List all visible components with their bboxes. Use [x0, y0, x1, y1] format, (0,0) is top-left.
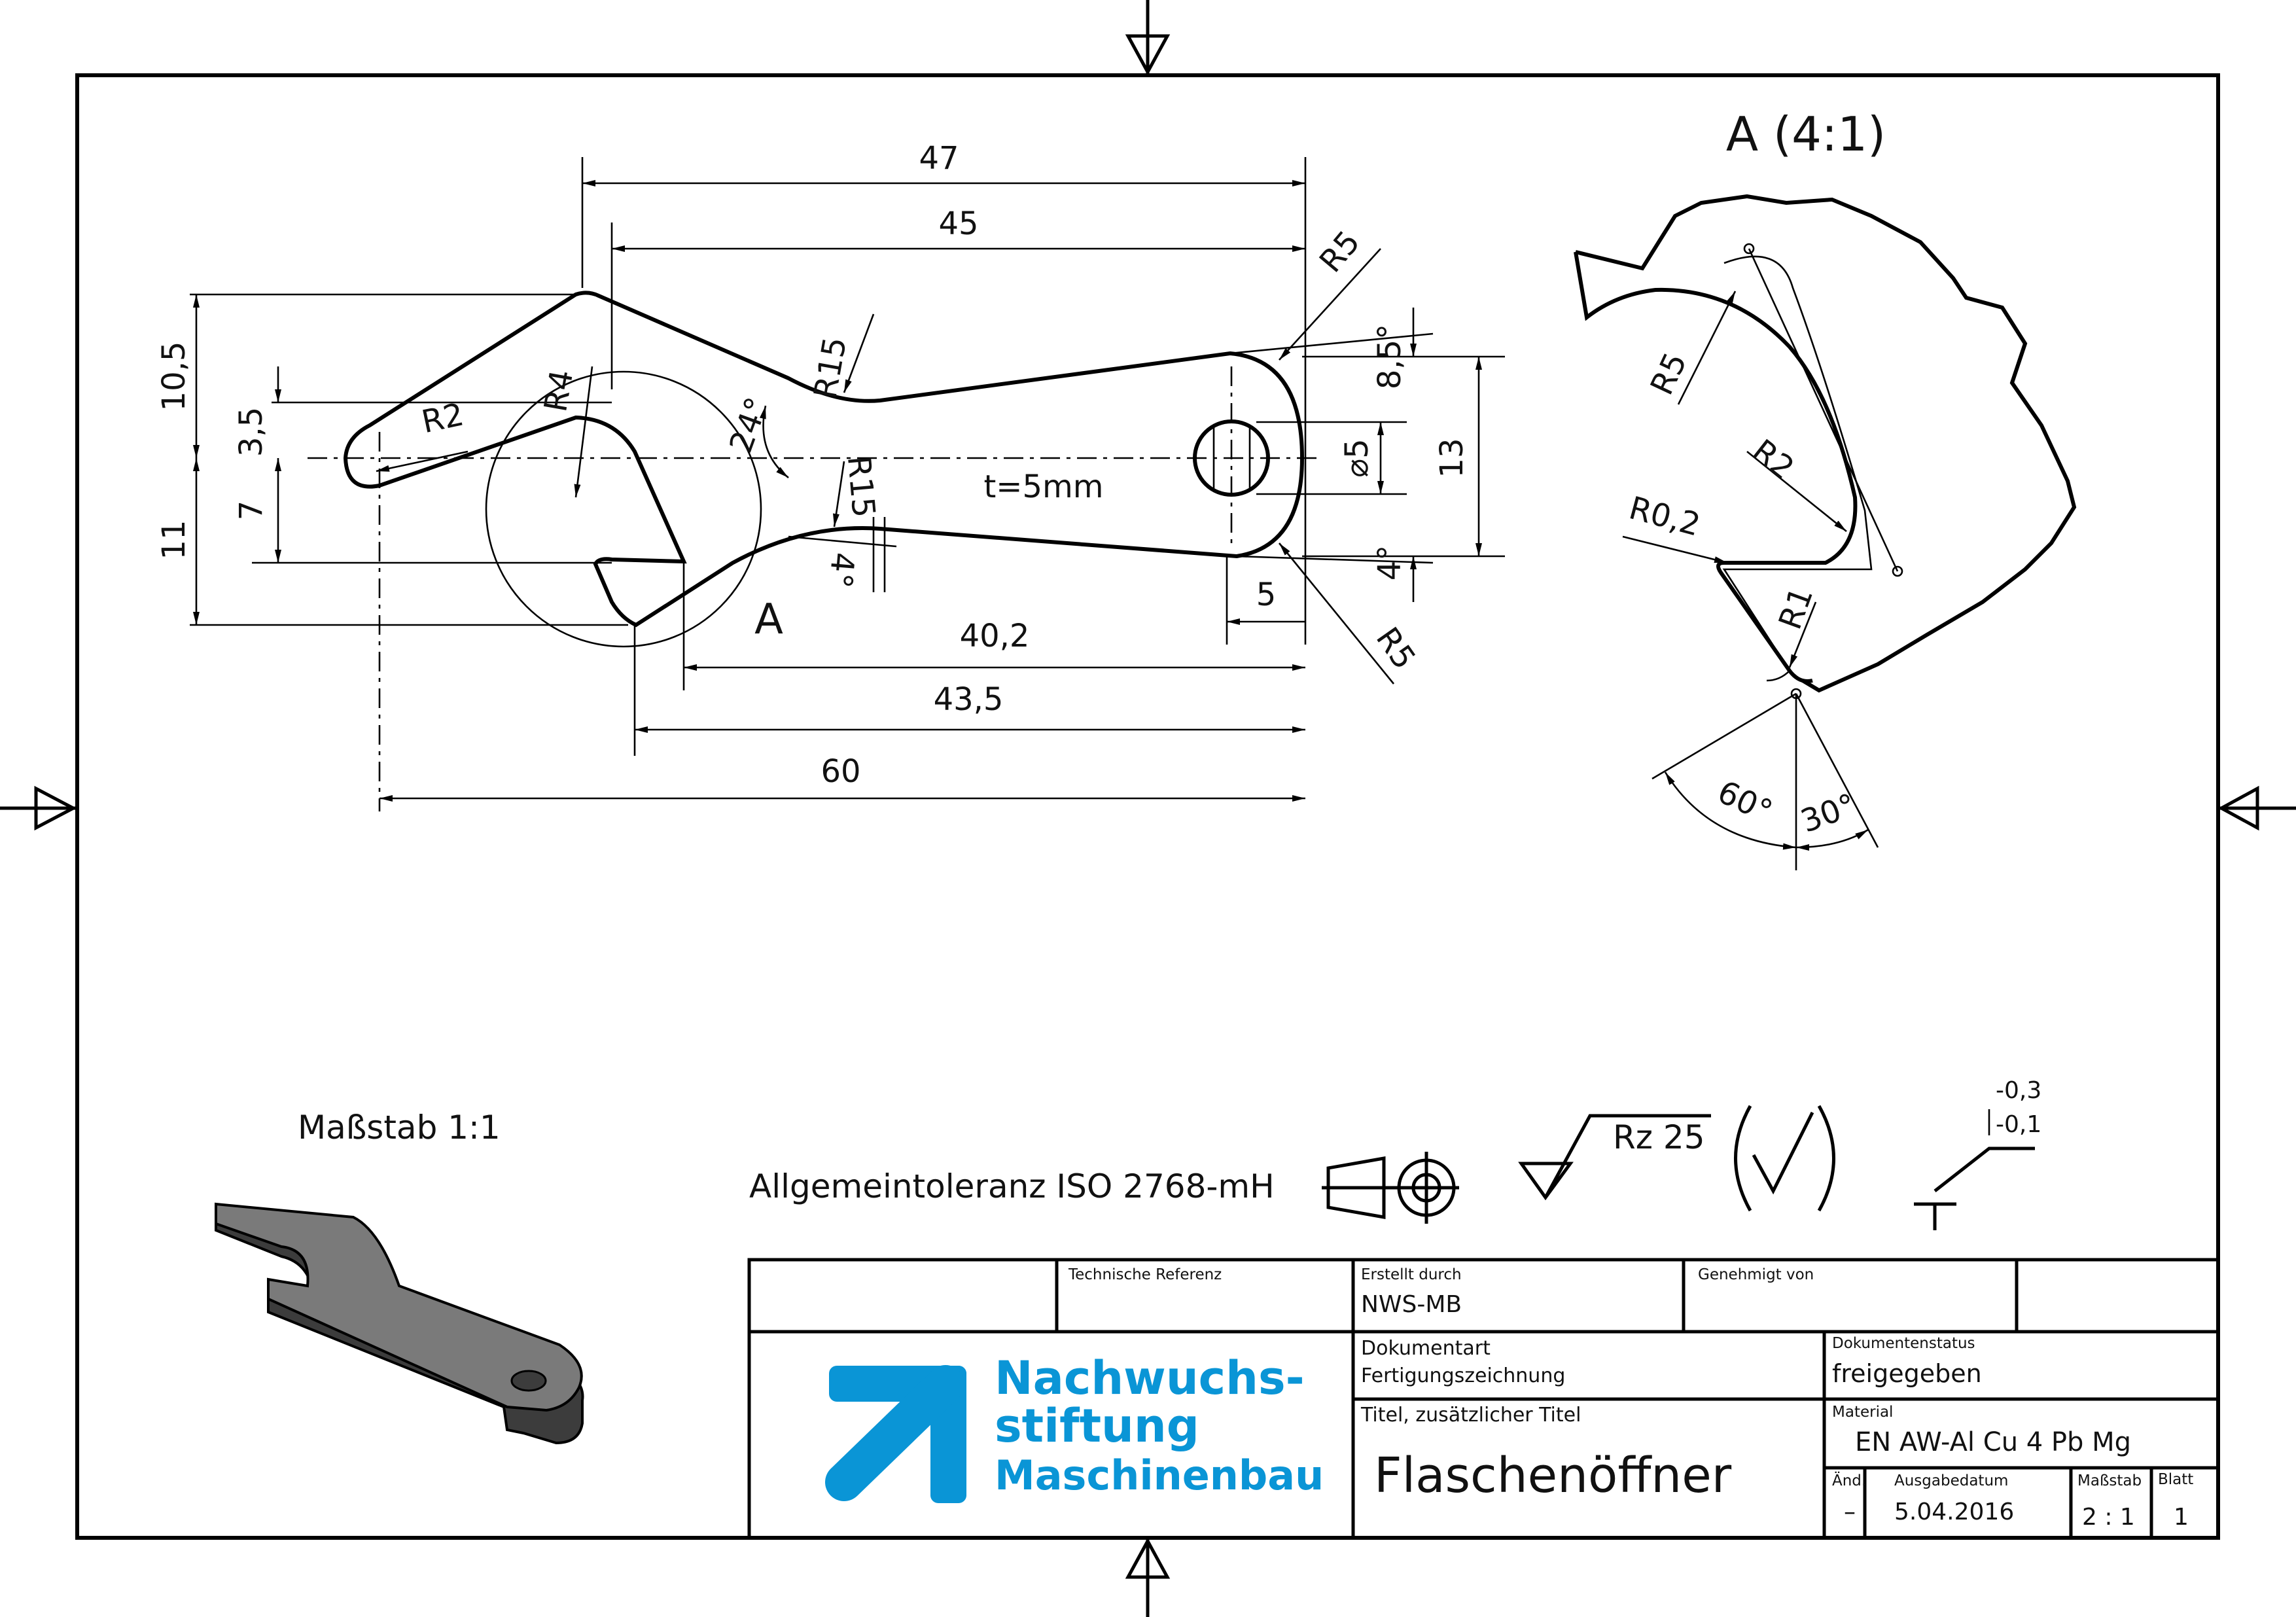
created-by-value: NWS-MB: [1361, 1291, 1462, 1318]
detail-a-view: A (4:1) R5 R2 R0,2 R1 60° 30°: [1574, 107, 2077, 870]
scale-value: 2 : 1: [2082, 1504, 2135, 1531]
edge-tolerance-upper: -0,3: [1996, 1077, 2041, 1104]
logo-arrow-icon: [825, 1365, 966, 1503]
title-label: Titel, zusätzlicher Titel: [1360, 1404, 1581, 1427]
edge-condition-icon: -0,3 -0,1: [1914, 1077, 2041, 1230]
material-value: EN AW-Al Cu 4 Pb Mg: [1855, 1427, 2131, 1457]
thickness-note: t=5mm: [983, 469, 1103, 505]
dim-r15-bottom: R15: [840, 454, 882, 519]
scale-note: Maßstab 1:1: [298, 1109, 501, 1146]
surface-roughness-icon: Rz 25: [1518, 1105, 1835, 1212]
created-by-label: Erstellt durch: [1361, 1266, 1462, 1283]
material-label: Material: [1832, 1404, 1893, 1421]
detail-r5: R5: [1644, 347, 1695, 400]
approved-by-label: Genehmigt von: [1698, 1266, 1814, 1283]
logo-line-1: Nachwuchs-: [995, 1351, 1305, 1405]
dim-24-deg: 24°: [722, 393, 776, 457]
detail-r0-2: R0,2: [1625, 489, 1704, 543]
dimension-texts: 47 45 10,5 3,5 7 11 R4 R2 24° R15 R15 4°…: [156, 140, 1470, 790]
change-value: –: [1844, 1499, 1856, 1525]
dim-4-deg-right: 4°: [1371, 545, 1408, 581]
detail-title: A (4:1): [1726, 107, 1886, 162]
dim-dia-5: ⌀5: [1339, 438, 1375, 477]
dim-r5-bottom: R5: [1369, 621, 1423, 676]
detail-30-deg: 30°: [1796, 787, 1861, 840]
detail-a-circle: [485, 370, 762, 648]
dim-3-5: 3,5: [233, 407, 270, 457]
detail-r2: R2: [1745, 433, 1801, 487]
scale-label: Maßstab: [2077, 1472, 2142, 1489]
dimension-lines: [193, 180, 1482, 802]
dim-r15-top: R15: [807, 334, 854, 402]
title-value: Flaschenöffner: [1374, 1448, 1732, 1504]
document-type-value: Fertigungszeichnung: [1361, 1364, 1565, 1387]
edge-tolerance-lower: -0,1: [1996, 1111, 2041, 1138]
detail-reference-a: A: [754, 595, 783, 644]
document-type-label: Dokumentart: [1361, 1337, 1491, 1360]
document-status-value: freigegeben: [1832, 1359, 1982, 1388]
dim-5: 5: [1256, 577, 1277, 613]
dim-40-2: 40,2: [960, 618, 1030, 654]
dim-45: 45: [938, 205, 978, 242]
detail-60-deg: 60°: [1712, 773, 1778, 830]
dim-43-5: 43,5: [934, 681, 1004, 718]
dim-8-5-deg: 8,5°: [1371, 324, 1408, 389]
isometric-view: [215, 1202, 584, 1445]
logo-line-2: stiftung: [995, 1399, 1199, 1453]
technical-reference-label: Technische Referenz: [1068, 1266, 1222, 1283]
dim-13: 13: [1434, 438, 1470, 478]
title-block: Technische Referenz Erstellt durch NWS-M…: [747, 1258, 2220, 1540]
logo: Nachwuchs- stiftung Maschinenbau: [825, 1351, 1324, 1503]
dim-r2: R2: [419, 396, 467, 440]
issue-date-value: 5.04.2016: [1894, 1499, 2014, 1525]
dim-10-5: 10,5: [156, 342, 192, 412]
document-status-label: Dokumentenstatus: [1832, 1335, 1975, 1352]
center-lines: [308, 366, 1322, 811]
extension-lines: [190, 157, 1505, 756]
logo-line-3: Maschinenbau: [995, 1451, 1324, 1499]
issue-date-label: Ausgabedatum: [1894, 1472, 2008, 1489]
dim-60: 60: [821, 753, 860, 790]
dim-4-deg-left: 4°: [822, 551, 862, 590]
sheet-value: 1: [2174, 1504, 2189, 1531]
projection-method-icon: [1322, 1152, 1459, 1224]
change-label: Änd.: [1832, 1471, 1866, 1489]
general-tolerance-note: Allgemeintoleranz ISO 2768-mH: [749, 1167, 1275, 1205]
sheet-label: Blatt: [2158, 1471, 2193, 1488]
dim-r4: R4: [537, 367, 580, 415]
dim-47: 47: [919, 140, 959, 177]
dim-11: 11: [156, 520, 192, 560]
dim-7: 7: [233, 501, 270, 521]
roughness-value: Rz 25: [1613, 1118, 1705, 1156]
detail-r1: R1: [1772, 582, 1820, 634]
